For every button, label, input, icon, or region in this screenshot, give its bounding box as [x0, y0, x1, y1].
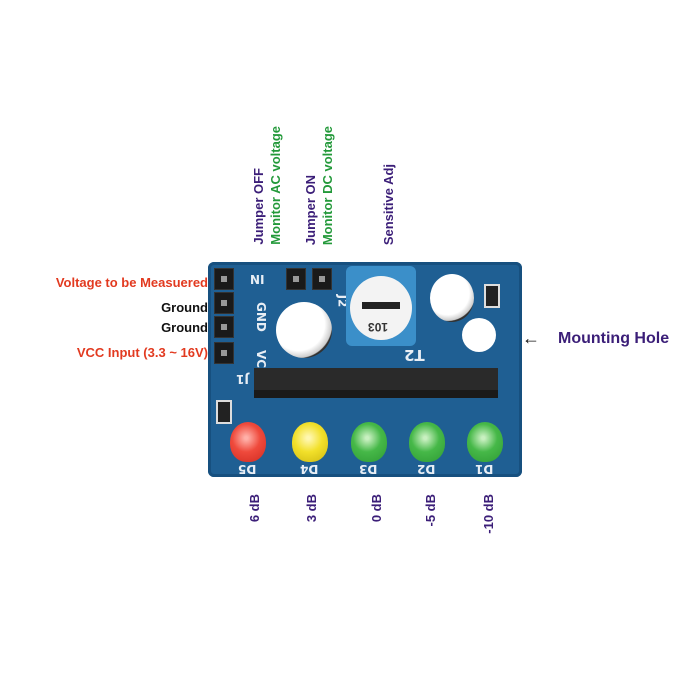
smd-resistor: [484, 284, 500, 308]
d1-silk: D1: [475, 462, 494, 476]
monitor-dc-label: Monitor DC voltage: [320, 125, 335, 245]
capacitor: [276, 302, 332, 358]
gnd-silk: GND: [254, 302, 268, 332]
potentiometer[interactable]: 103: [346, 266, 416, 346]
j1-silk: J1: [236, 372, 249, 386]
header-pin: [214, 316, 234, 338]
capacitor: [430, 274, 474, 322]
header-pin: [214, 268, 234, 290]
mounting-hole: [462, 318, 496, 352]
in-silk: IN: [250, 272, 265, 286]
led-green-d2: [409, 422, 445, 462]
led-bar-holder: [254, 368, 498, 398]
jumper-off-label: Jumper OFF: [251, 168, 266, 245]
led-green-d3: [351, 422, 387, 462]
d3-silk: D3: [359, 462, 378, 476]
db-label-3: 3 dB: [304, 494, 319, 523]
ground-label-1: Ground: [161, 300, 208, 315]
pot-value: 103: [368, 320, 389, 334]
jumper-on-label: Jumper ON: [303, 174, 318, 245]
header-pin: [214, 342, 234, 364]
d2-silk: D2: [417, 462, 436, 476]
monitor-ac-label: Monitor AC voltage: [268, 126, 283, 245]
d5-silk: D5: [238, 462, 257, 476]
ground-label-2: Ground: [161, 320, 208, 335]
db-label-minus10: -10 dB: [481, 494, 496, 534]
led-red-d5: [230, 422, 266, 462]
db-label-minus5: -5 dB: [423, 494, 438, 527]
mounting-hole-label: Mounting Hole: [558, 330, 670, 347]
t2-silk: T2: [404, 346, 425, 364]
jumper-pin: [312, 268, 332, 290]
arrow-left-icon: ←: [522, 328, 540, 348]
led-green-d1: [467, 422, 503, 462]
d4-silk: D4: [300, 462, 319, 476]
led-yellow-d4: [292, 422, 328, 462]
db-label-0: 0 dB: [369, 494, 384, 523]
sensitive-adj-label: Sensitive Adj: [381, 163, 396, 245]
header-pin: [214, 292, 234, 314]
jumper-pin: [286, 268, 306, 290]
smd-resistor: [216, 400, 232, 424]
db-label-6: 6 dB: [247, 494, 262, 523]
vcc-input-label: VCC Input (3.3 ~ 16V): [76, 345, 208, 360]
voltage-input-label: Voltage to be Measuered: [55, 275, 208, 290]
pcb-board: IN GND VCC J1 J2 103 T2 D5 D4 D3 D2 D1: [208, 262, 522, 477]
